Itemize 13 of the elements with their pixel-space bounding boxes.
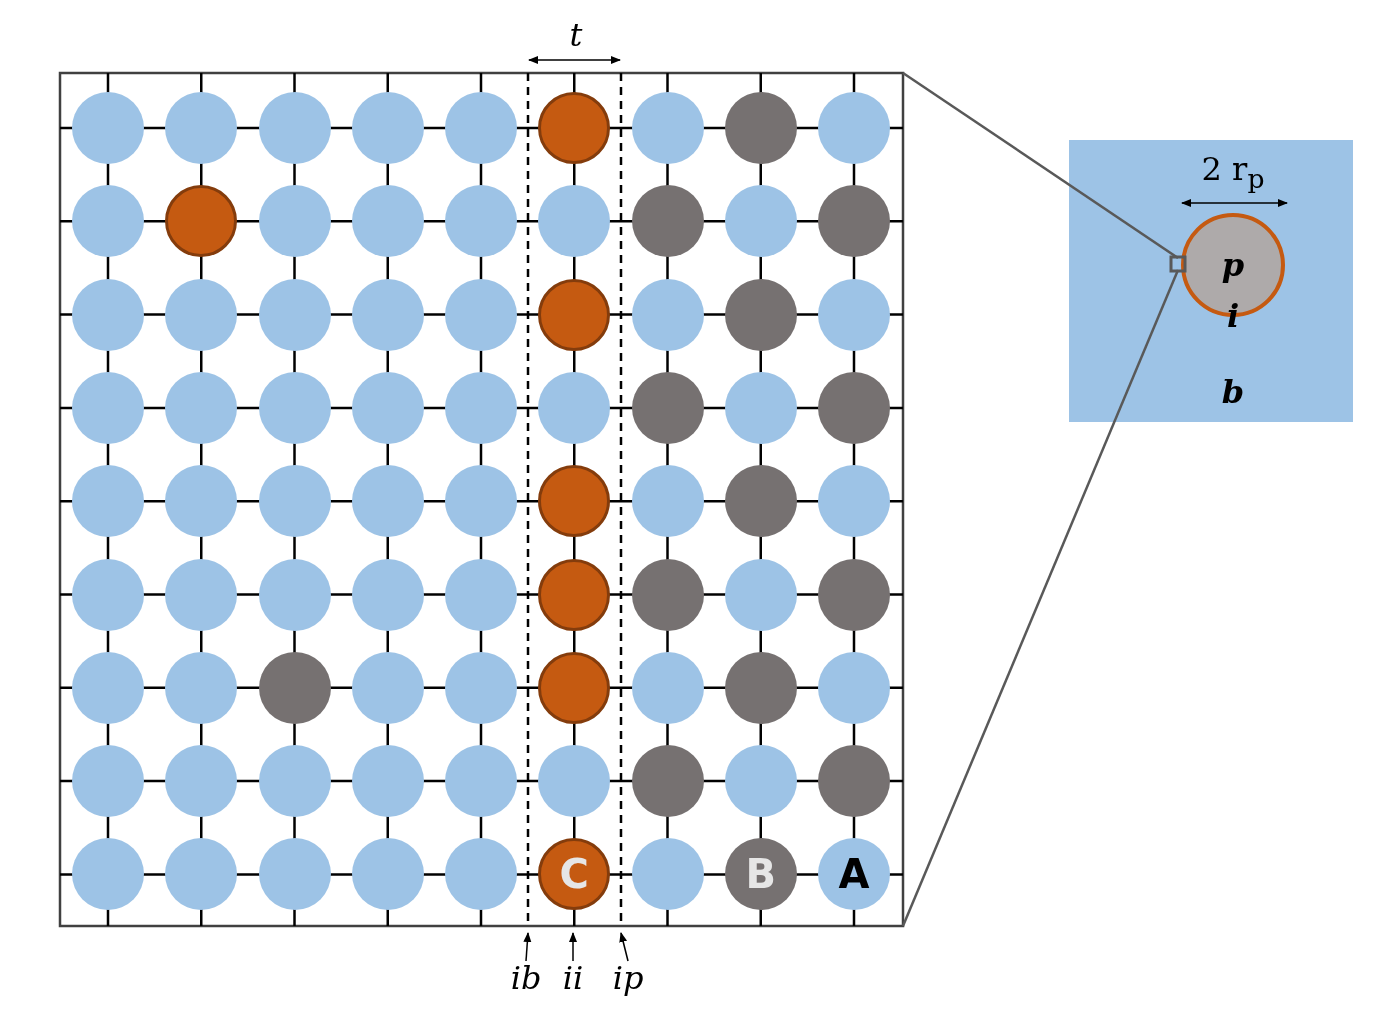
arrow [569, 932, 577, 962]
position-label: ib [510, 959, 542, 997]
dimension-label: t [569, 16, 583, 54]
region-label: b [1221, 373, 1245, 411]
arrow [619, 932, 629, 962]
labeled-circle: B [724, 838, 797, 911]
arrow [523, 932, 532, 962]
position-label: ip [612, 959, 644, 997]
labeled-circle: C [538, 838, 611, 911]
inset-panel [1069, 140, 1353, 422]
labeled-circle: A [818, 838, 890, 911]
position-label: ii [562, 959, 584, 997]
dimension-label: 2 r$_{p}$ [1201, 150, 1265, 194]
